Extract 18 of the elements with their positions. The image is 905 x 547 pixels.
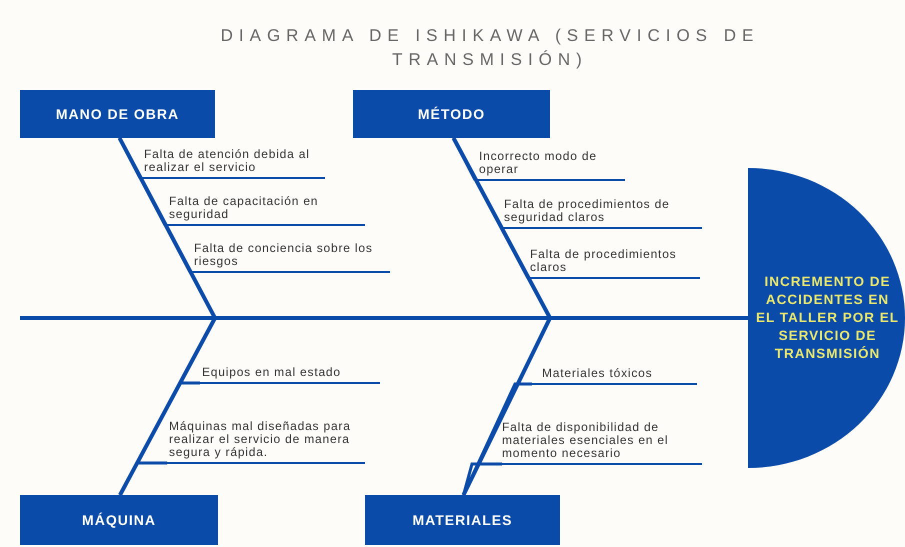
diagram-title: DIAGRAMA DE ISHIKAWA (SERVICIOS DE TRANSMISIÓN) [220, 25, 760, 71]
category-box: MATERIALES [365, 495, 560, 545]
branch-line [462, 462, 502, 496]
bone-line [462, 316, 748, 496]
effect-head: INCREMENTO DE ACCIDENTES EN EL TALLER POR EL SERVICIO DE TRANSMISIÓN [748, 168, 905, 468]
cause-text: Equipos en mal estado [200, 350, 380, 384]
category-box: MÉTODO [353, 90, 550, 138]
cause-text: Falta de procedimientos claros [528, 236, 700, 279]
cause-text: Falta de capacitación en seguridad [165, 186, 365, 226]
cause-text: Falta de atención debida al realizar el servicio [140, 144, 325, 179]
category-box: MANO DE OBRA [20, 90, 215, 138]
cause-text: Máquinas mal diseñadas para realizar el servicio de manera segura y rápida. [167, 412, 365, 464]
cause-text: Materiales tóxicos [532, 356, 697, 385]
cause-text: Incorrecto modo de operar [475, 144, 625, 181]
cause-text: Falta de procedimientos de seguridad claros [502, 192, 702, 229]
cause-text: Falta de conciencia sobre los riesgos [190, 233, 390, 273]
category-box: MÁQUINA [20, 495, 218, 545]
cause-text: Falta de disponibilidad de materiales esenciales en el momento necesario [502, 412, 702, 465]
